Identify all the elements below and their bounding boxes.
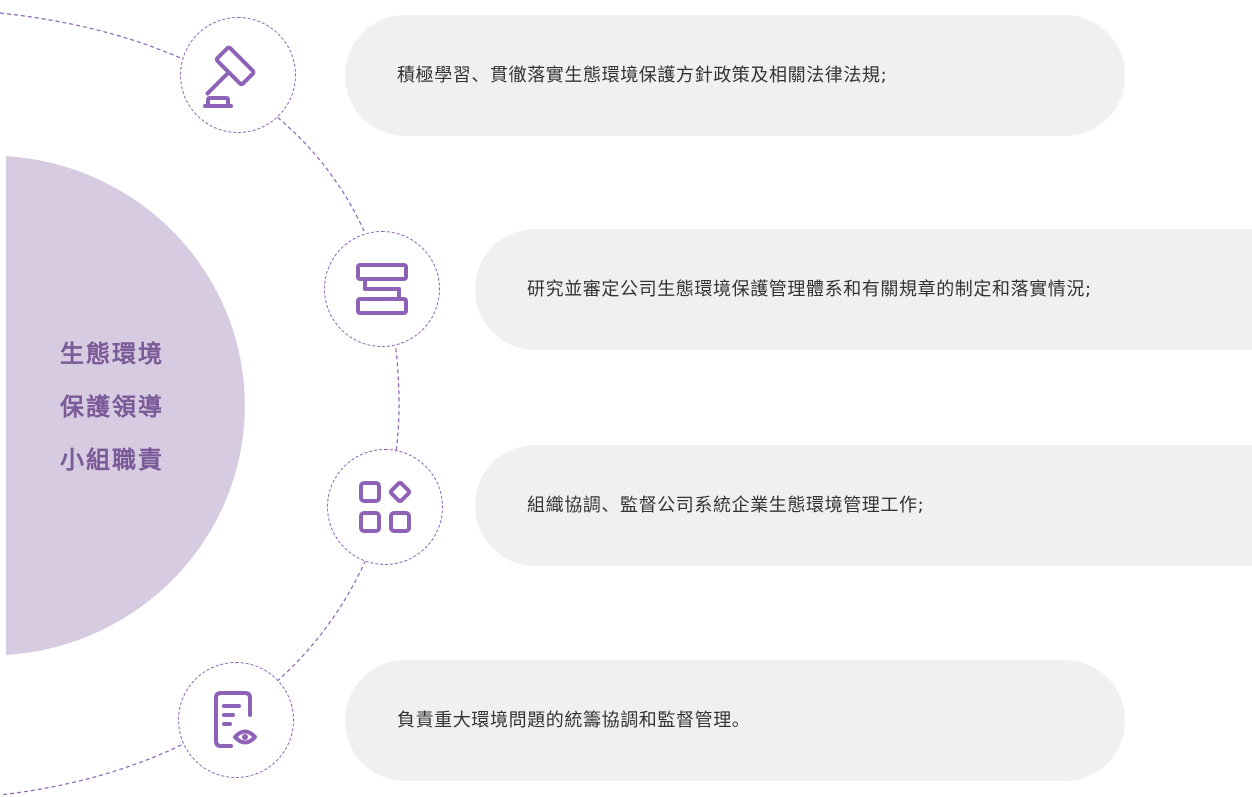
item-2-card: 研究並審定公司生態環境保護管理體系和有關規章的制定和落實情況; bbox=[475, 229, 1252, 350]
node-gavel bbox=[180, 17, 296, 133]
center-title-line-2: 保護領導 bbox=[60, 393, 164, 421]
center-title: 生態環境 保護領導 小組職責 bbox=[60, 328, 210, 487]
item-3-text: 組織協調、監督公司系統企業生態環境管理工作; bbox=[527, 495, 925, 516]
item-2-text: 研究並審定公司生態環境保護管理體系和有關規章的制定和落實情況; bbox=[527, 279, 1092, 300]
node-apps bbox=[327, 449, 443, 565]
center-semicircle bbox=[6, 156, 245, 655]
item-4-card: 負責重大環境問題的統籌協調和監督管理。 bbox=[345, 660, 1125, 781]
item-1-text: 積極學習、貫徹落實生態環境保護方針政策及相關法律法規; bbox=[397, 65, 888, 86]
item-3-card: 組織協調、監督公司系統企業生態環境管理工作; bbox=[475, 445, 1252, 566]
item-4-text: 負責重大環境問題的統籌協調和監督管理。 bbox=[397, 710, 751, 731]
center-title-line-3: 小組職責 bbox=[60, 446, 164, 474]
item-1-card: 積極學習、貫徹落實生態環境保護方針政策及相關法律法規; bbox=[345, 15, 1125, 136]
flow-structure-icon bbox=[356, 263, 408, 315]
center-title-line-1: 生態環境 bbox=[60, 340, 164, 368]
apps-grid-icon bbox=[359, 480, 412, 533]
node-document bbox=[178, 662, 294, 778]
document-view-icon bbox=[214, 691, 257, 748]
node-structure bbox=[324, 231, 440, 347]
gavel-icon bbox=[203, 45, 256, 108]
